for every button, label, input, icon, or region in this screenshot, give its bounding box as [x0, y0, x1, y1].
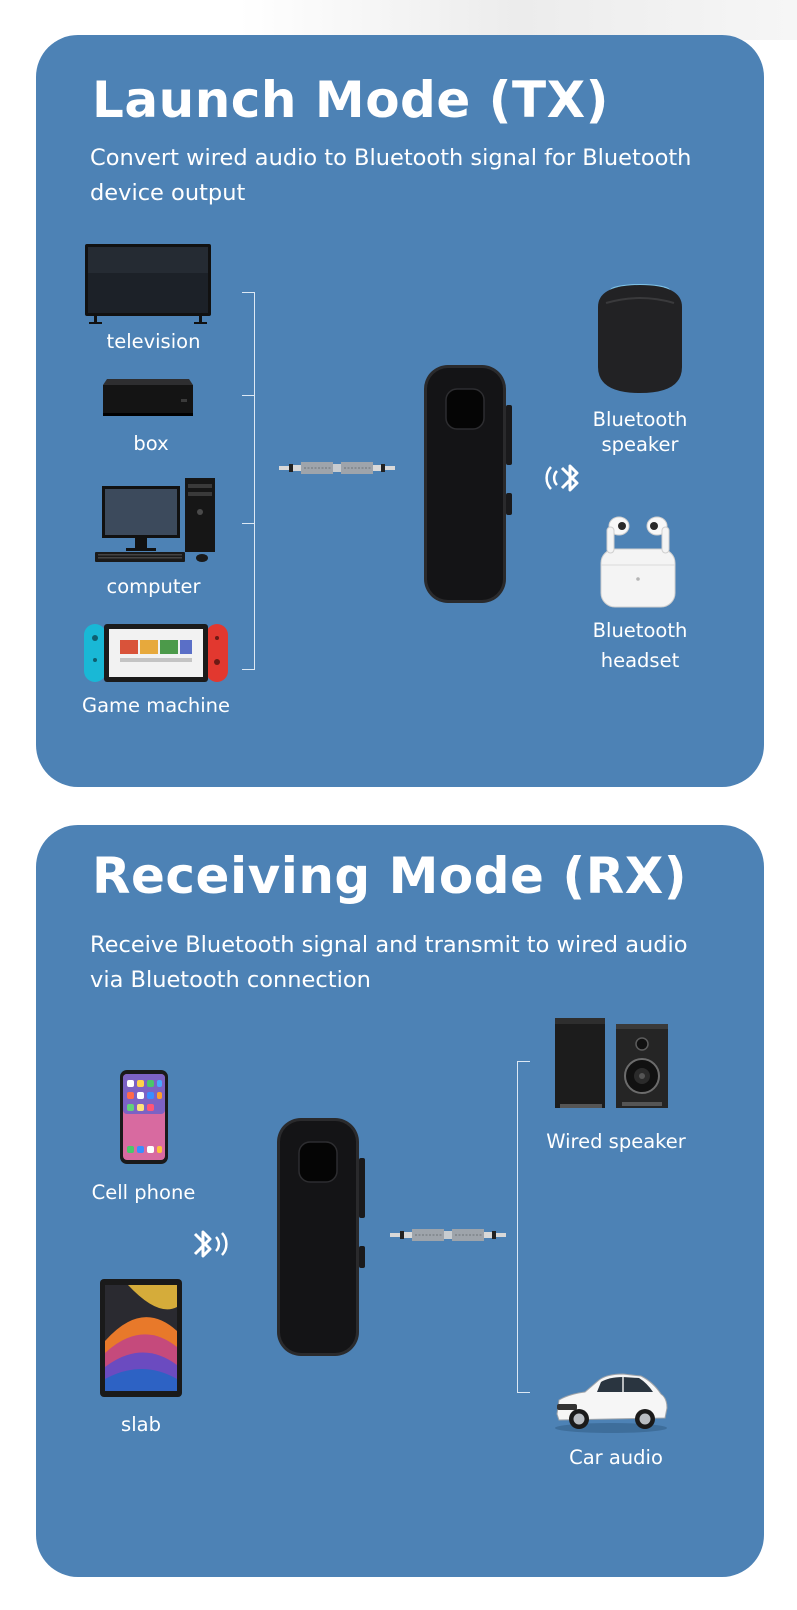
- bluetooth-headset-label-line2: headset: [600, 649, 680, 672]
- tablet-icon: [100, 1279, 182, 1397]
- computer-icon: [95, 478, 215, 562]
- input-bracket: [242, 292, 255, 670]
- top-background: [0, 0, 797, 40]
- smart-speaker-icon: [598, 284, 682, 393]
- receiving-mode-title: Receiving Mode (RX): [92, 847, 688, 905]
- bluetooth-headset-label: Bluetooth headset: [573, 616, 707, 676]
- output-bracket: [517, 1061, 530, 1393]
- bluetooth-adapter-device: [424, 365, 512, 603]
- bluetooth-speaker-label-line2: speaker: [601, 433, 679, 456]
- smartphone-icon: [120, 1070, 168, 1164]
- earbuds-icon: [600, 516, 676, 608]
- television-icon: [85, 244, 211, 324]
- launch-mode-panel: Launch Mode (TX) Convert wired audio to …: [36, 35, 764, 787]
- bookshelf-speakers-icon: [555, 1018, 668, 1108]
- bluetooth-headset-label-line1: Bluetooth: [592, 619, 688, 642]
- computer-label: computer: [106, 575, 201, 598]
- bluetooth-signal-icon: [545, 464, 579, 492]
- launch-mode-description: Convert wired audio to Bluetooth signal …: [90, 145, 692, 206]
- launch-mode-title: Launch Mode (TX): [92, 71, 610, 129]
- television-label: television: [106, 330, 201, 353]
- game-machine-label: Game machine: [81, 694, 231, 717]
- car-audio-label: Car audio: [569, 1446, 663, 1469]
- receiving-mode-description: Receive Bluetooth signal and transmit to…: [90, 932, 688, 993]
- tv-box-icon: [103, 379, 193, 416]
- receiving-mode-panel: Receiving Mode (RX) Receive Bluetooth si…: [36, 825, 764, 1577]
- box-label: box: [133, 432, 169, 455]
- wired-speaker-label: Wired speaker: [546, 1130, 686, 1153]
- bracket-tick: [242, 523, 254, 524]
- bluetooth-speaker-label: Bluetooth speaker: [573, 407, 707, 457]
- bluetooth-speaker-label-line1: Bluetooth: [592, 408, 688, 431]
- game-console-icon: [84, 624, 228, 682]
- bluetooth-adapter-device: [277, 1118, 365, 1356]
- car-icon: [555, 1373, 668, 1433]
- cell-phone-label: Cell phone: [91, 1181, 196, 1204]
- aux-cable-icon: [390, 1229, 506, 1241]
- bracket-tick: [242, 395, 254, 396]
- slab-label: slab: [121, 1413, 161, 1436]
- bluetooth-signal-icon: [193, 1230, 228, 1258]
- aux-cable-icon: [279, 462, 395, 474]
